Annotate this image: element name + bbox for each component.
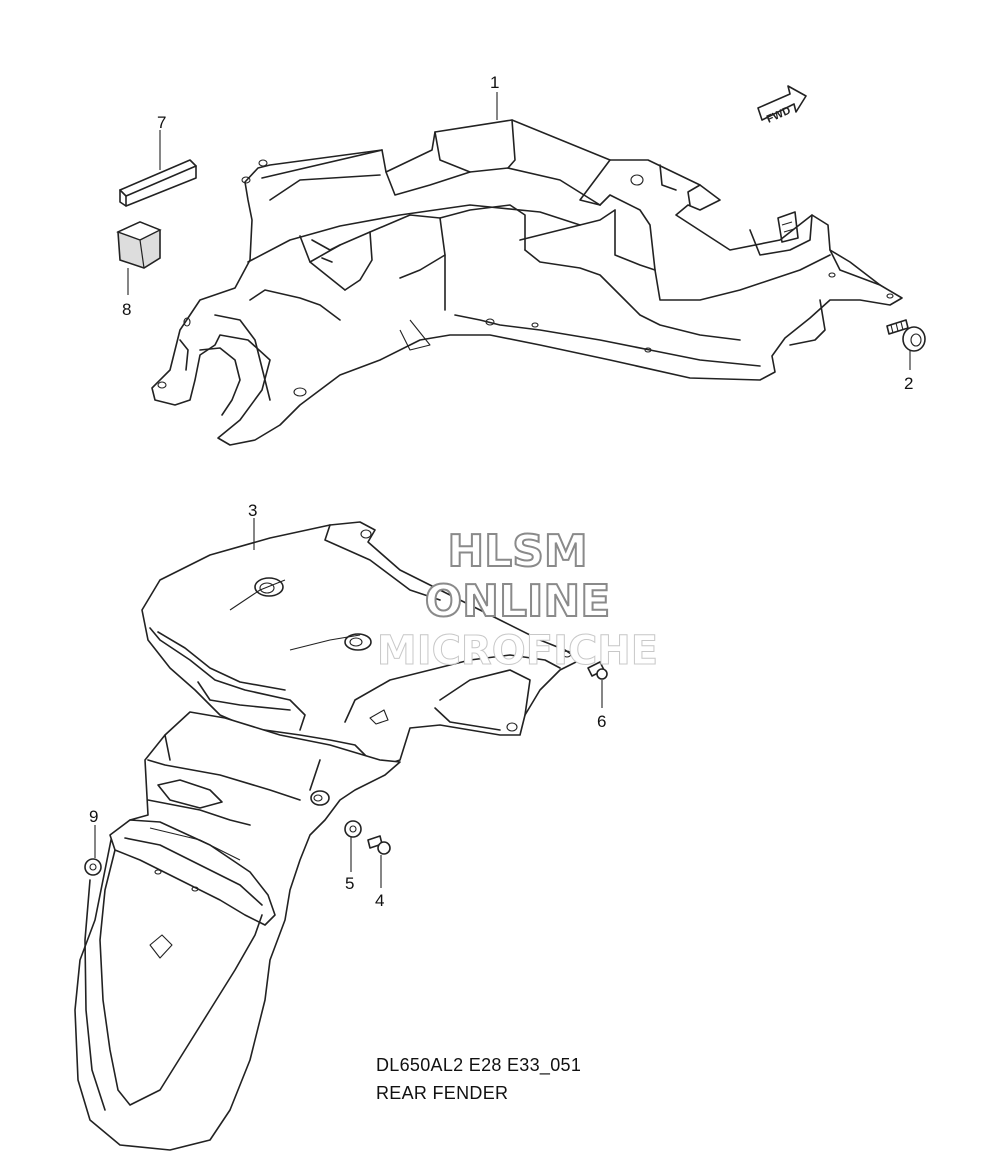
- inner-fender-part[interactable]: [151, 119, 903, 446]
- callout-2: 2: [904, 374, 913, 393]
- screw-part-4[interactable]: [367, 835, 391, 855]
- washer-part-5[interactable]: [344, 820, 362, 838]
- rear-fender-part[interactable]: [74, 521, 581, 1151]
- callout-9: 9: [89, 807, 98, 826]
- nut-part-9[interactable]: [84, 858, 102, 876]
- diagram-code: DL650AL2 E28 E33_051: [376, 1055, 582, 1075]
- callout-4: 4: [375, 891, 384, 910]
- rubber-cushion-part[interactable]: [116, 221, 162, 269]
- bolt-part-2[interactable]: [886, 319, 926, 352]
- callout-leaders: [94, 92, 911, 888]
- callout-3: 3: [248, 501, 257, 520]
- callout-7: 7: [157, 113, 166, 132]
- forward-arrow-icon: FWD: [757, 85, 807, 126]
- callout-6: 6: [597, 712, 606, 731]
- callout-8: 8: [122, 300, 131, 319]
- diagram-title: REAR FENDER: [376, 1083, 509, 1103]
- callout-1: 1: [490, 73, 499, 92]
- callout-5: 5: [345, 874, 354, 893]
- cushion-strip-part[interactable]: [119, 159, 197, 207]
- screw-part-6[interactable]: [587, 661, 608, 680]
